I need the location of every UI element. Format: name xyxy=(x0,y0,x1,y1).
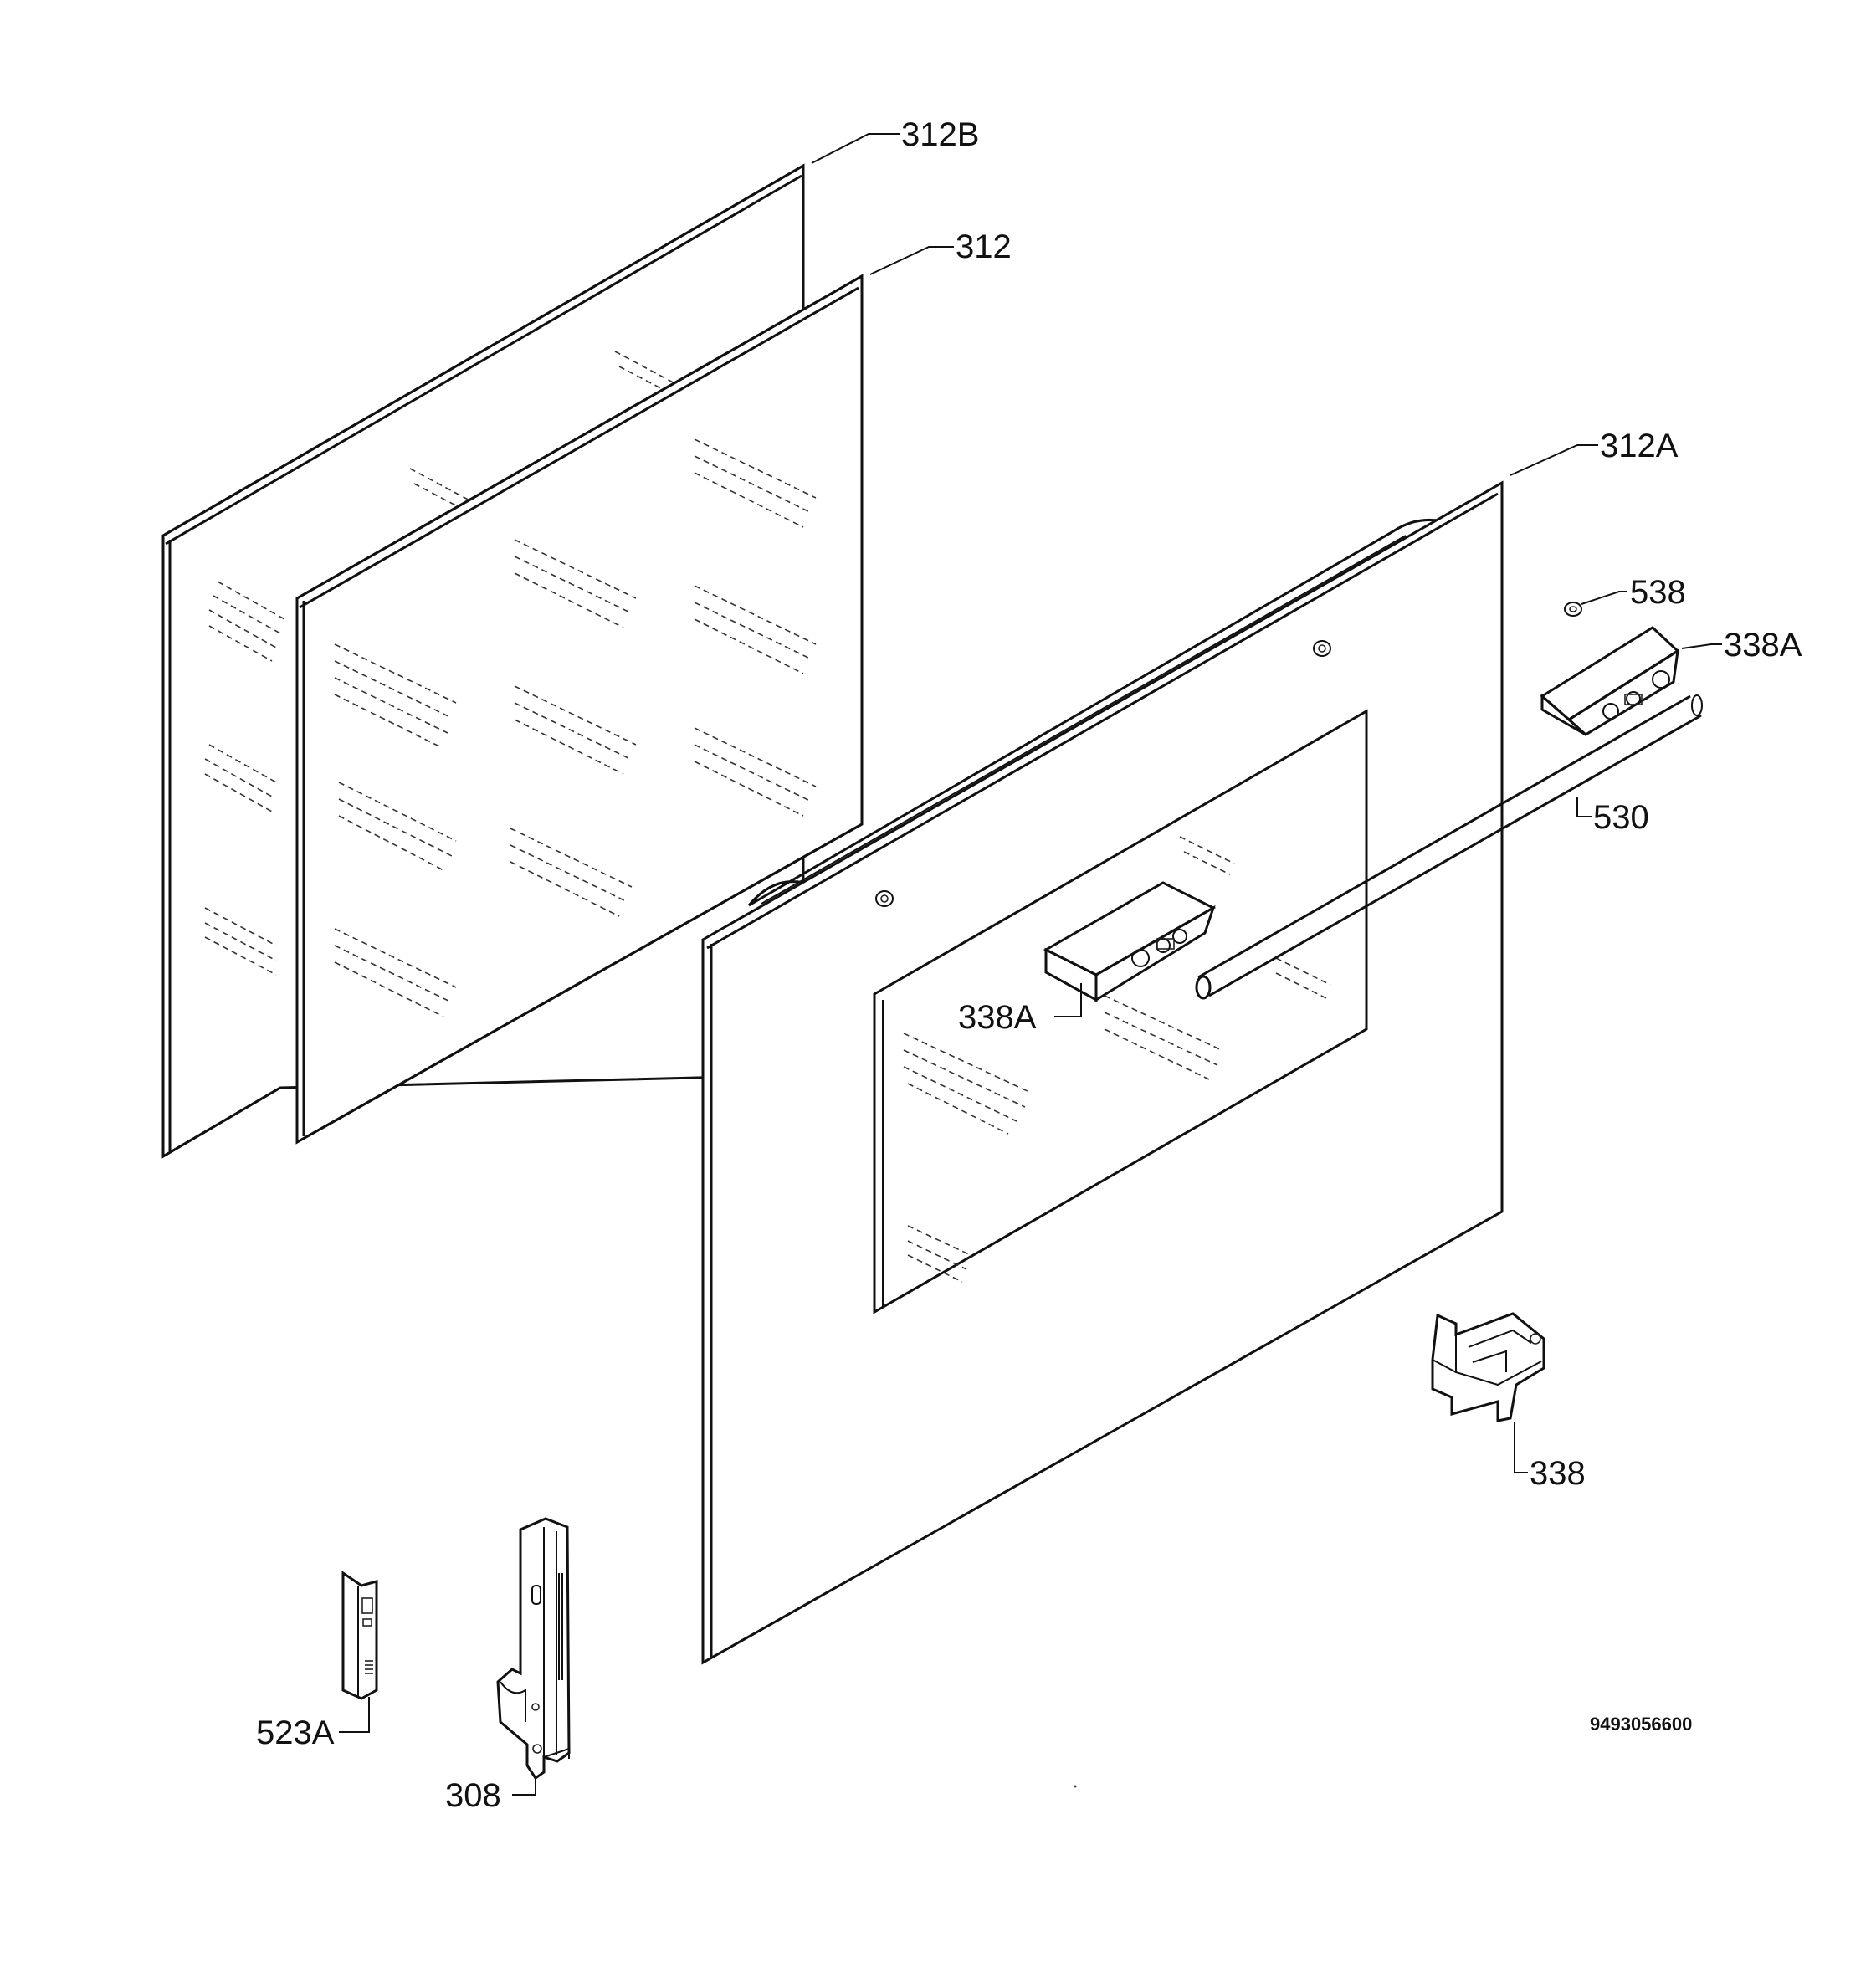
label-338A-center: 338A xyxy=(958,999,1037,1036)
glass-panel-312A[interactable] xyxy=(701,480,1504,1665)
label-312: 312 xyxy=(956,228,1012,265)
screw-538[interactable] xyxy=(1564,602,1582,617)
drawing-code: 9493056600 xyxy=(1590,1714,1692,1735)
printed-pattern xyxy=(334,438,817,1017)
door-hinge-308[interactable] xyxy=(496,1517,571,1781)
glass-panel-312[interactable] xyxy=(295,274,864,1145)
hinge-receiver-523A[interactable] xyxy=(341,1571,378,1700)
handle-bracket-338A-center[interactable] xyxy=(1043,881,1217,1002)
label-312A: 312A xyxy=(1600,428,1679,464)
label-538: 538 xyxy=(1630,574,1686,611)
label-312B: 312B xyxy=(901,116,979,153)
label-308: 308 xyxy=(445,1777,501,1814)
hinge-bracket-338[interactable] xyxy=(1431,1312,1545,1422)
handle-bracket-338A-right[interactable] xyxy=(1540,626,1680,736)
label-530: 530 xyxy=(1593,799,1649,836)
label-338A-right: 338A xyxy=(1724,627,1802,664)
hole xyxy=(875,890,894,907)
label-523A: 523A xyxy=(256,1714,335,1751)
label-338: 338 xyxy=(1530,1455,1586,1492)
stray-dot xyxy=(1074,1785,1077,1788)
leader-lines xyxy=(339,133,1722,1796)
handle-bar-530[interactable] xyxy=(1195,694,1703,1000)
printed-pattern xyxy=(903,836,1331,1283)
hole xyxy=(1313,640,1331,657)
